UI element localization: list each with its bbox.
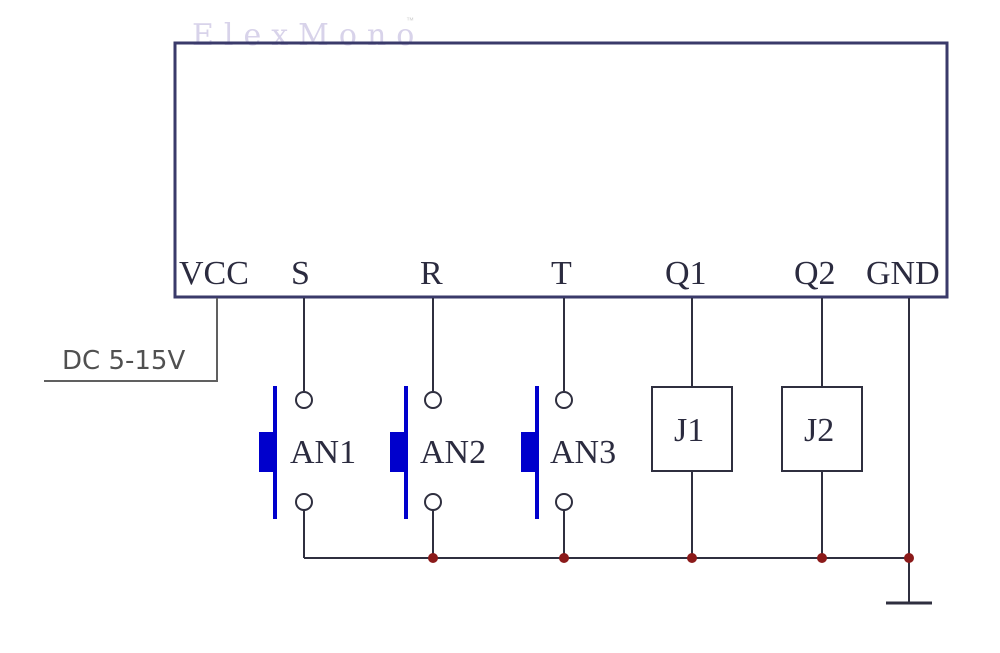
junction-dot — [559, 553, 569, 563]
junction-dot — [687, 553, 697, 563]
pin-label-r: R — [420, 255, 443, 292]
switch-label-an3: AN3 — [550, 434, 617, 471]
relay-label-j2: J2 — [804, 412, 835, 449]
pin-label-s: S — [291, 255, 310, 292]
supply-voltage-label: DC 5-15V — [62, 346, 186, 376]
switch-label-an2: AN2 — [420, 434, 487, 471]
an1-bottom-terminal — [295, 493, 313, 511]
pin-label-q2: Q2 — [794, 255, 836, 292]
pin-label-gnd: GND — [866, 255, 940, 292]
relay-j1-box — [651, 386, 733, 472]
junction-dot — [904, 553, 914, 563]
an2-top-terminal — [424, 391, 442, 409]
an1-pushbutton — [259, 386, 277, 519]
junction-dot — [428, 553, 438, 563]
switch-label-an1: AN1 — [290, 434, 357, 471]
an3-top-terminal — [555, 391, 573, 409]
pin-label-q1: Q1 — [665, 255, 707, 292]
relay-label-j1: J1 — [674, 412, 705, 449]
junction-dot — [817, 553, 827, 563]
an2-pushbutton — [390, 386, 408, 519]
an3-pushbutton — [521, 386, 539, 519]
an2-bottom-terminal — [424, 493, 442, 511]
an3-bottom-terminal — [555, 493, 573, 511]
vcc-supply-line — [44, 298, 218, 382]
trademark-symbol: ™ — [406, 16, 414, 25]
an1-top-terminal — [295, 391, 313, 409]
pin-label-vcc: VCC — [179, 255, 249, 292]
controller-module — [173, 41, 949, 299]
watermark-logo: ElexMono — [192, 18, 425, 53]
pin-label-t: T — [551, 255, 572, 292]
